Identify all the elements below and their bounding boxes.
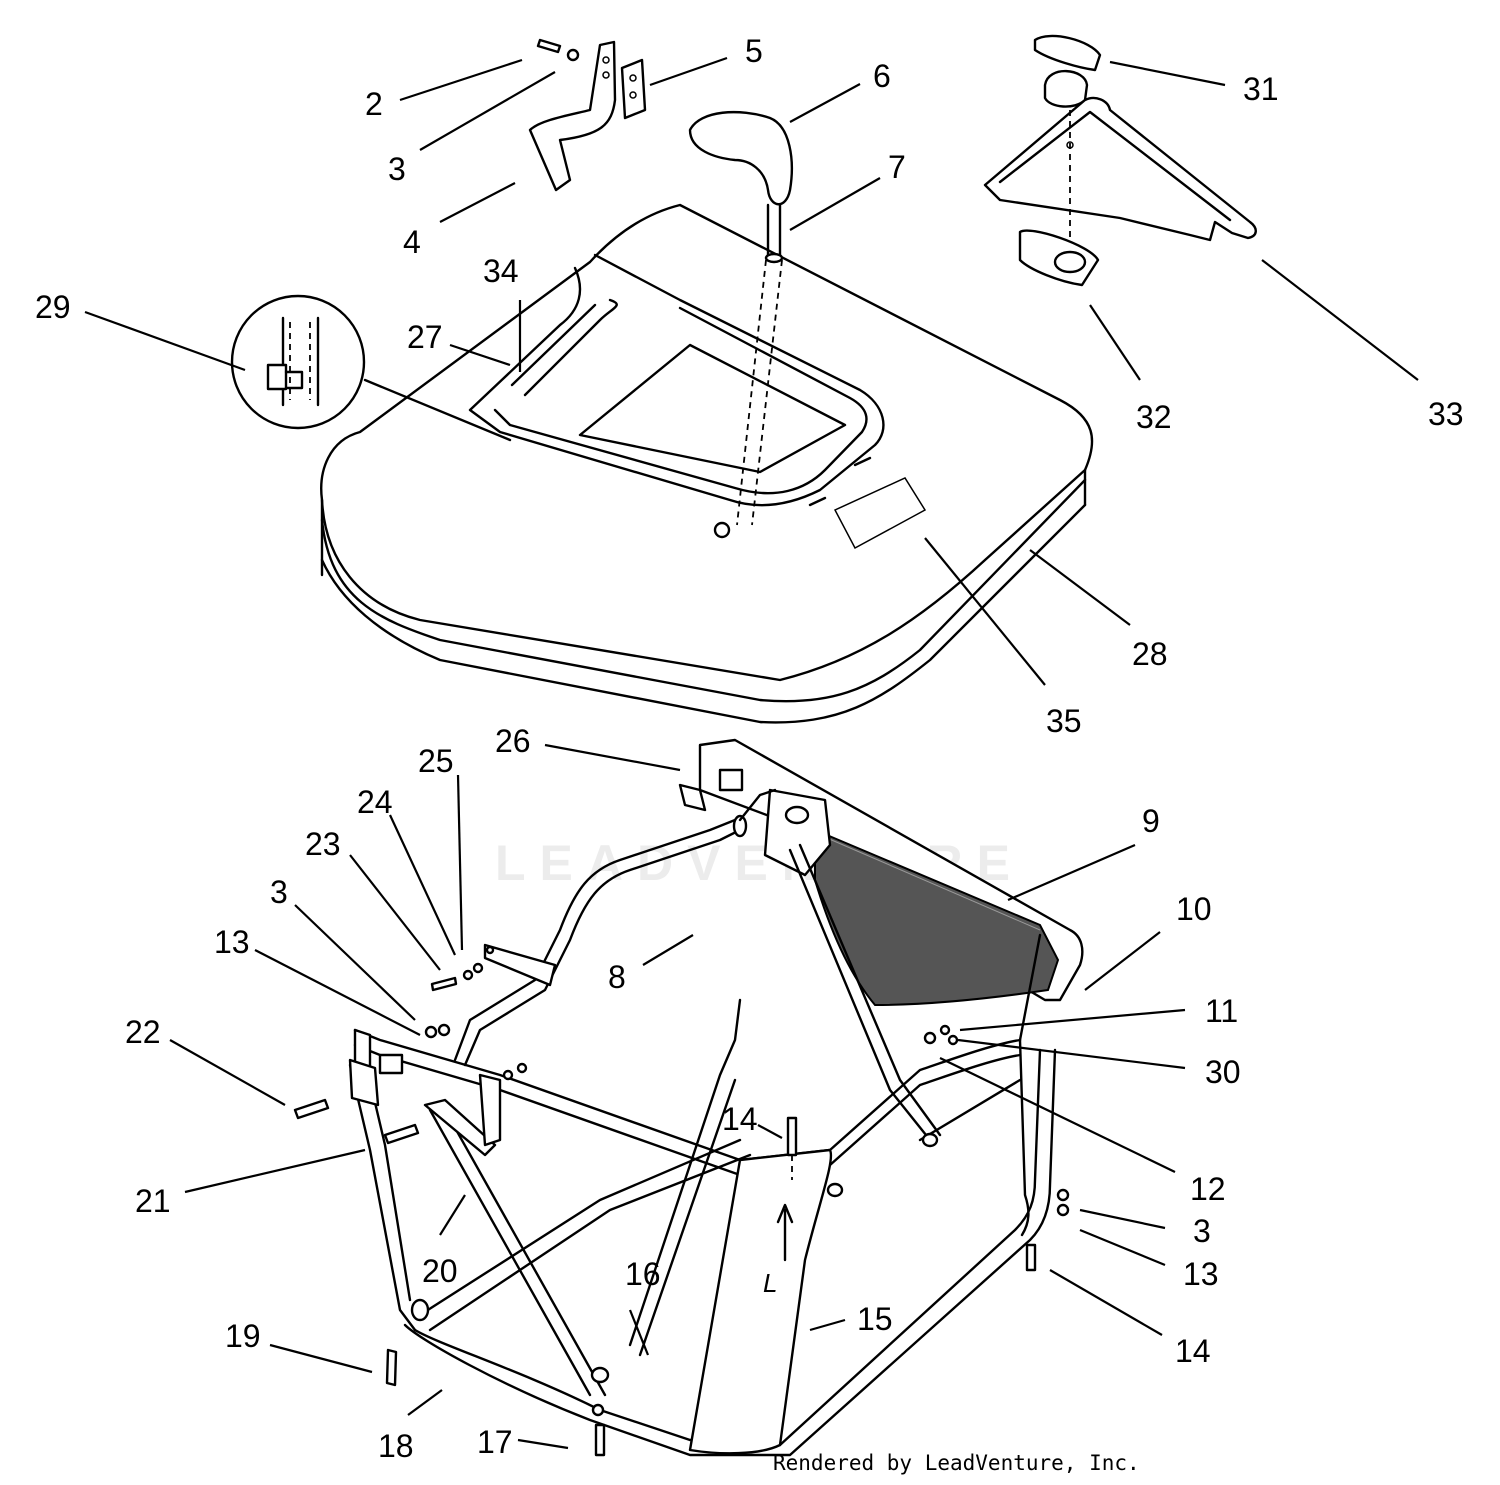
latch-part <box>983 34 1257 287</box>
callout-label: 22 <box>125 1014 161 1050</box>
callout-label: 16 <box>625 1256 661 1292</box>
callout-label: 35 <box>1046 703 1082 739</box>
render-credit: Rendered by LeadVenture, Inc. <box>773 1451 1140 1475</box>
callout-label: 4 <box>403 224 421 260</box>
bag-frame-part <box>348 738 1084 1457</box>
callout-label: 10 <box>1176 891 1212 927</box>
callout-label: 3 <box>1193 1213 1211 1249</box>
callout-label: 6 <box>873 58 891 94</box>
fasteners-part <box>293 962 1070 1457</box>
callout-label: 31 <box>1243 71 1279 107</box>
callout-label: 32 <box>1136 399 1172 435</box>
callout-label: 17 <box>477 1424 513 1460</box>
callout-label: 33 <box>1428 396 1464 432</box>
callout-label: 34 <box>483 253 519 289</box>
callout-label: 23 <box>305 826 341 862</box>
callout-label: 25 <box>418 743 454 779</box>
callout-label: 13 <box>214 924 250 960</box>
callout-label: 7 <box>888 149 906 185</box>
callout-label: 3 <box>270 874 288 910</box>
callout-label: 24 <box>357 784 393 820</box>
callout-label: 8 <box>608 959 626 995</box>
bagger-cover-part <box>320 203 1094 724</box>
callout-label: 9 <box>1142 803 1160 839</box>
callout-label: 27 <box>407 319 443 355</box>
leader-lines <box>84 56 1419 1450</box>
callout-label: 26 <box>495 723 531 759</box>
arrow-label: L <box>763 1268 777 1298</box>
callout-label: 18 <box>378 1428 414 1464</box>
callout-label: 2 <box>365 86 383 122</box>
callout-label: 19 <box>225 1318 261 1354</box>
callout-label: 30 <box>1205 1054 1241 1090</box>
callout-label: 21 <box>135 1183 171 1219</box>
callout-label: 5 <box>745 33 763 69</box>
callout-label: 13 <box>1183 1256 1219 1292</box>
callout-label: 29 <box>35 289 71 325</box>
bracket-part <box>528 38 647 192</box>
callout-label: 20 <box>422 1253 458 1289</box>
callout-label: 28 <box>1132 636 1168 672</box>
callout-label: 15 <box>857 1301 893 1337</box>
callout-label: 11 <box>1205 993 1238 1029</box>
detail-circle-part <box>230 294 512 442</box>
handle-part <box>688 110 793 526</box>
callout-label: 12 <box>1190 1171 1226 1207</box>
callout-label: 14 <box>1175 1333 1211 1369</box>
callout-labels: 2 3 4 5 6 7 29 34 27 31 32 33 28 35 26 2… <box>35 33 1464 1464</box>
callout-label: 3 <box>388 151 406 187</box>
callout-label: 14 <box>722 1101 758 1137</box>
